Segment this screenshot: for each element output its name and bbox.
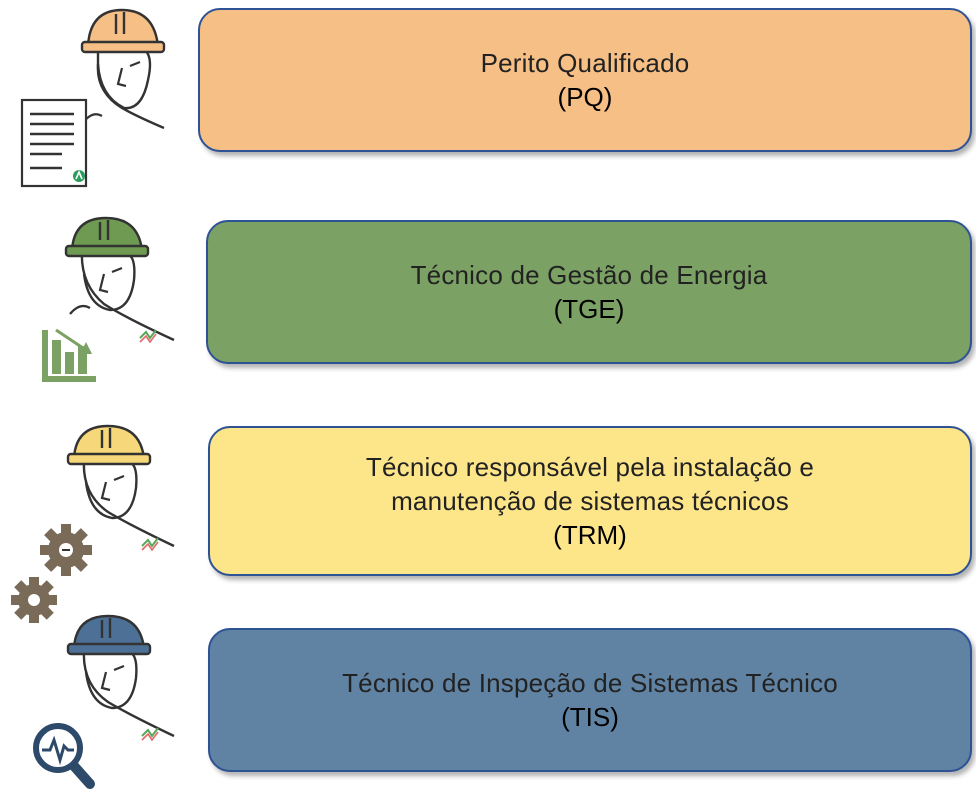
- role-box-pq: Perito Qualificado (PQ): [198, 8, 972, 152]
- role-title: Técnico de Inspeção de Sistemas Técnico: [342, 668, 838, 698]
- worker-inspection-icon: [33, 614, 175, 789]
- role-abbreviation: (TGE): [553, 294, 625, 324]
- role-title-line-2: manutenção de sistemas técnicos: [391, 486, 789, 516]
- role-abbreviation: (PQ): [557, 82, 613, 112]
- role-box-tge: Técnico de Gestão de Energia (TGE): [206, 220, 972, 364]
- role-abbreviation: (TIS): [561, 702, 619, 732]
- role-title: Técnico de Gestão de Energia: [410, 260, 768, 290]
- worker-chart-icon: [42, 216, 175, 382]
- role-title: Perito Qualificado: [480, 48, 690, 78]
- worker-document-icon: [20, 8, 166, 188]
- worker-gears-icon: [11, 424, 175, 623]
- role-abbreviation: (TRM): [553, 520, 627, 550]
- role-title-line-1: Técnico responsável pela instalação e: [365, 452, 815, 482]
- role-box-tis: Técnico de Inspeção de Sistemas Técnico …: [208, 628, 972, 772]
- role-box-trm: Técnico responsável pela instalação e ma…: [208, 426, 972, 576]
